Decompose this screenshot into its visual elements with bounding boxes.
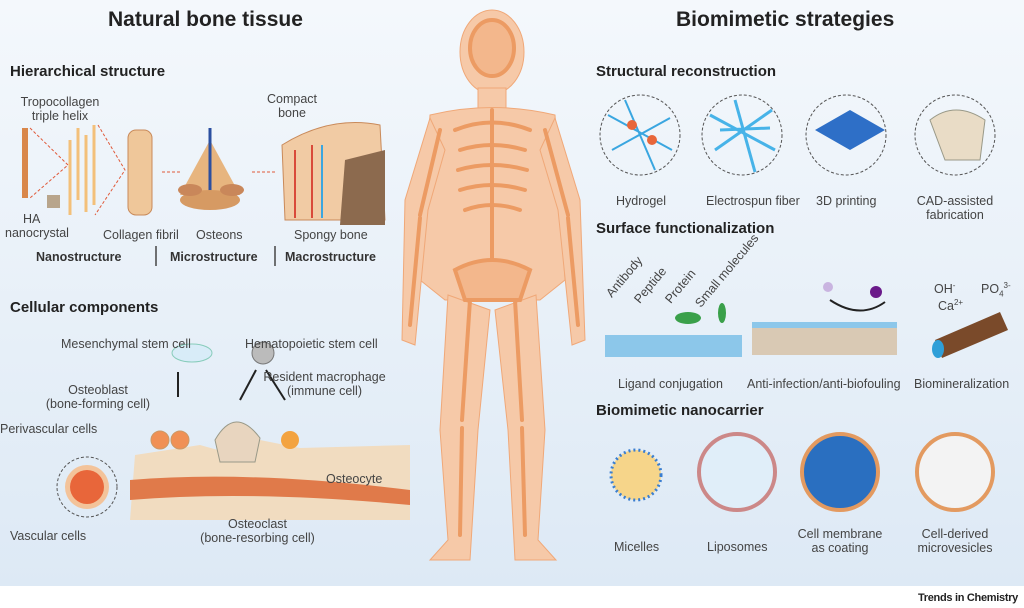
msc-label: Mesenchymal stem cell	[61, 337, 191, 351]
label-line: Resident macrophage	[263, 370, 386, 384]
cellular-illustration	[56, 341, 410, 520]
anti-infection-label: Anti-infection/anti-biofouling	[747, 377, 901, 391]
macrostructure-label: Macrostructure	[285, 250, 376, 264]
collagen-fibril-label: Collagen fibril	[103, 228, 179, 242]
biomineral-rod	[932, 312, 1008, 358]
label-line: (bone-resorbing cell)	[200, 531, 315, 545]
label-line: as coating	[811, 541, 869, 555]
osteoclast-label: Osteoclast(bone-resorbing cell)	[195, 517, 320, 545]
label-line: microvesicles	[917, 541, 993, 555]
structural-icons	[599, 94, 996, 176]
microstructure-label: Microstructure	[170, 250, 258, 264]
label-line: Cell-derived	[921, 527, 989, 541]
phosphate-label: PO43-	[981, 279, 1011, 302]
osteons-illustration	[178, 128, 244, 210]
macrophage-label: Resident macrophage(immune cell)	[262, 370, 387, 398]
ion-text: OH	[934, 282, 953, 297]
illustrations	[22, 9, 1008, 561]
label-line: triple helix	[31, 109, 89, 123]
ion-text: PO	[981, 282, 1000, 297]
label-line: nanocrystal	[5, 226, 69, 240]
compact-bone-illustration	[281, 122, 386, 225]
electrospun-label: Electrospun fiber	[706, 194, 800, 208]
liposomes-label: Liposomes	[707, 540, 768, 554]
spongy-bone-label: Spongy bone	[294, 228, 368, 242]
osteons-label: Osteons	[196, 228, 243, 242]
label-line: Compact	[266, 92, 318, 106]
label-line: bone	[278, 106, 306, 120]
label-line: CAD-assisted	[916, 194, 994, 208]
perivascular-label: Perivascular cells	[0, 422, 98, 436]
structural-reconstruction-heading: Structural reconstruction	[596, 63, 777, 80]
label-line: Tropocollagen	[20, 95, 100, 109]
label-line: fabrication	[926, 208, 984, 222]
ion-text: Ca	[938, 299, 954, 314]
label-line: (bone-forming cell)	[45, 397, 151, 411]
journal-brand: Trends in Chemistry	[917, 592, 1018, 604]
ion-subscript: 4	[999, 289, 1004, 299]
collagen-fibril-illustration	[127, 129, 153, 216]
micelles-label: Micelles	[614, 540, 660, 554]
left-title: Natural bone tissue	[108, 8, 303, 31]
label-line: (immune cell)	[286, 384, 362, 398]
label-line: Cell membrane	[797, 527, 883, 541]
ion-charge: 3-	[1003, 281, 1011, 290]
ion-charge: -	[952, 281, 956, 290]
nanocarrier-heading: Biomimetic nanocarrier	[596, 402, 764, 419]
calcium-label: Ca2+	[938, 296, 963, 313]
ligand-conjugation-label: Ligand conjugation	[618, 377, 723, 391]
label-line: Osteoblast	[68, 383, 128, 397]
ion-charge: 2+	[953, 298, 964, 307]
right-title: Biomimetic strategies	[676, 8, 895, 31]
hsc-label: Hematopoietic stem cell	[245, 337, 378, 351]
osteocyte-label: Osteocyte	[326, 472, 383, 486]
hydroxide-label: OH-	[934, 279, 955, 296]
label-line: HA	[23, 212, 41, 226]
hierarchical-structure-heading: Hierarchical structure	[10, 63, 166, 80]
surface-functionalization-heading: Surface functionalization	[596, 220, 775, 237]
label-line: Osteoclast	[227, 517, 288, 531]
biomineralization-label: Biomineralization	[914, 377, 1010, 391]
nanostructure-label: Nanostructure	[36, 250, 122, 264]
vascular-label: Vascular cells	[10, 529, 87, 543]
skeleton-bones	[408, 18, 580, 537]
hydrogel-label: Hydrogel	[616, 194, 667, 208]
tropocollagen-illustration	[22, 124, 126, 216]
osteoblast-label: Osteoblast(bone-forming cell)	[38, 383, 158, 411]
cellular-components-heading: Cellular components	[10, 299, 159, 316]
3d-printing-label: 3D printing	[816, 194, 877, 208]
